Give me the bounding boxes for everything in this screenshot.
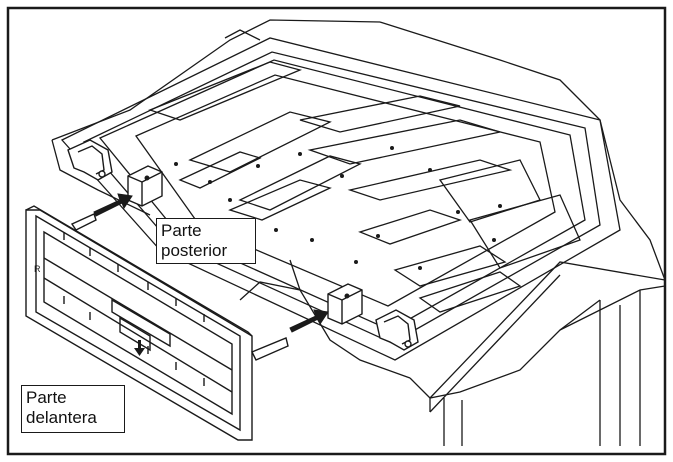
bracket-left [127,165,163,207]
handle-right [375,309,419,351]
insert-arrow-icon [93,193,329,333]
callout-rear-line2: posterior [161,241,228,260]
callout-front-line1: Parte [26,388,67,407]
callout-parte-delantera: Parte delantera [21,385,125,433]
callout-rear-line1: Parte [161,221,202,240]
bracket-right [327,283,363,325]
panel-screws [174,146,502,270]
figure-border [6,6,667,456]
svg-text:R: R [34,264,41,274]
table [429,261,666,446]
callout-parte-posterior: Parte posterior [156,218,256,264]
handle-left [67,139,113,181]
front-cover: R [25,205,289,441]
down-arrow-icon [134,340,145,356]
callout-front-line2: delantera [26,408,97,427]
